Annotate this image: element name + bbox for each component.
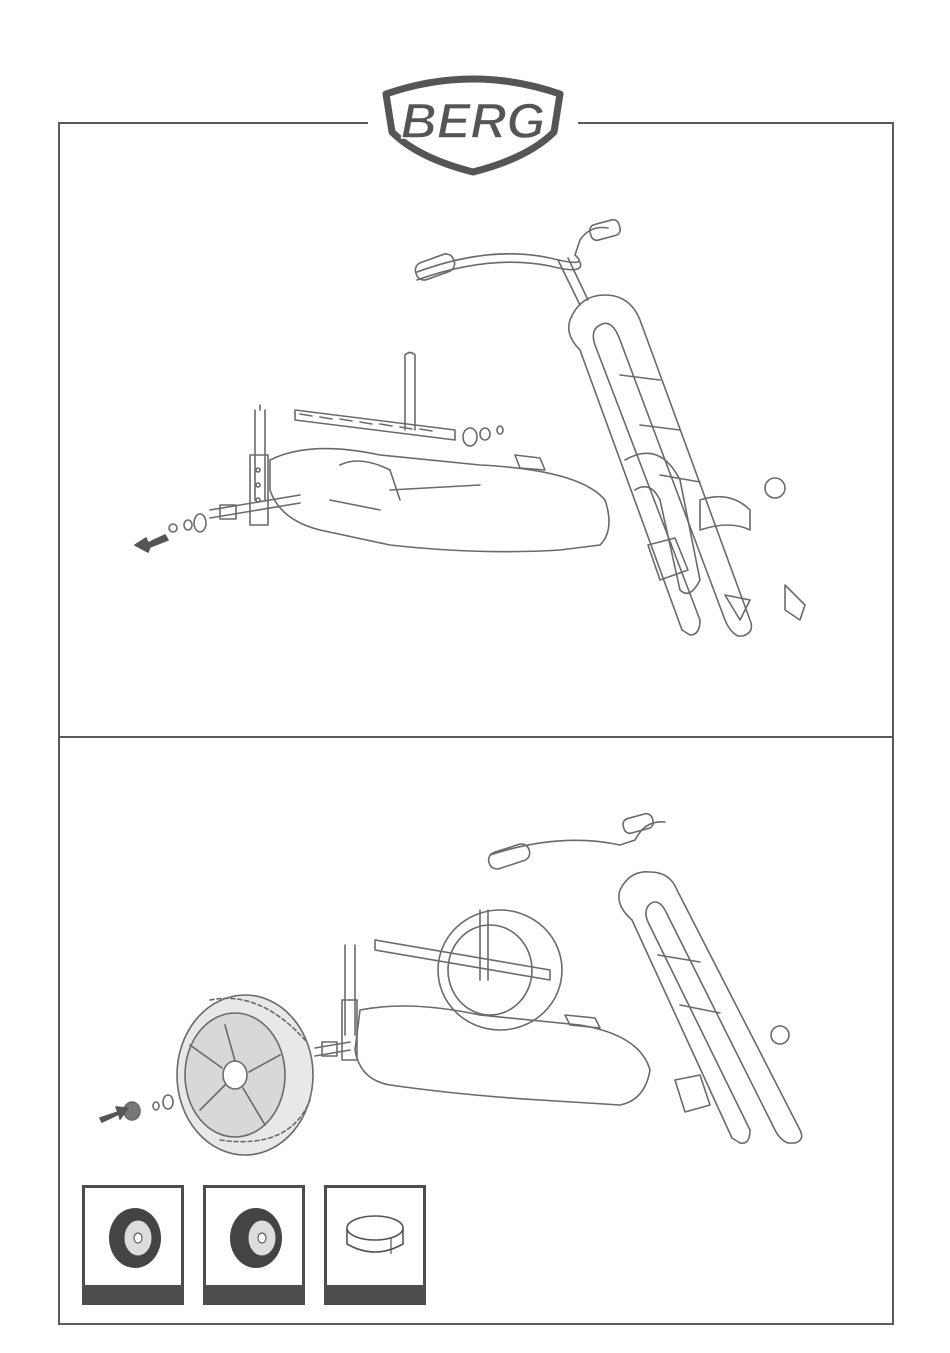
rear-wheel-far	[438, 910, 562, 1030]
handle-grip	[413, 252, 457, 283]
hub-cap-icon	[327, 1188, 423, 1285]
bolt	[169, 524, 177, 532]
washer	[480, 428, 490, 440]
mount-arrow-icon	[100, 1107, 128, 1122]
wheel-icon	[85, 1188, 181, 1285]
part-card-hub-cap	[324, 1185, 426, 1305]
cross-bar	[295, 410, 455, 440]
part-card-wheel-1	[82, 1185, 184, 1305]
brand-wordmark: BERG	[401, 93, 545, 149]
washer	[163, 1095, 173, 1109]
step-1-illustration	[60, 200, 890, 670]
bell-icon	[765, 478, 785, 498]
part-card-bar	[327, 1285, 423, 1302]
washer	[153, 1102, 159, 1110]
cross-bar	[375, 940, 550, 980]
part-card-bar	[206, 1285, 302, 1302]
seat-plate	[515, 455, 545, 470]
washer	[463, 428, 477, 446]
step-divider	[58, 736, 894, 738]
wheel-near	[177, 995, 313, 1155]
brand-logo: BERG	[368, 68, 578, 176]
part-card-wheel-2	[203, 1185, 305, 1305]
pedal	[675, 1075, 710, 1112]
bolt	[497, 426, 503, 434]
seat-plate	[565, 1015, 600, 1028]
washer	[184, 520, 192, 530]
wheel-icon	[206, 1188, 302, 1285]
fender-bracket	[700, 497, 750, 530]
washer	[194, 514, 206, 532]
step-2-illustration	[60, 810, 890, 1170]
remove-arrow-icon	[135, 535, 168, 552]
bell-icon	[771, 1026, 789, 1044]
part-card-bar	[85, 1285, 181, 1302]
handle-grip	[588, 218, 621, 241]
